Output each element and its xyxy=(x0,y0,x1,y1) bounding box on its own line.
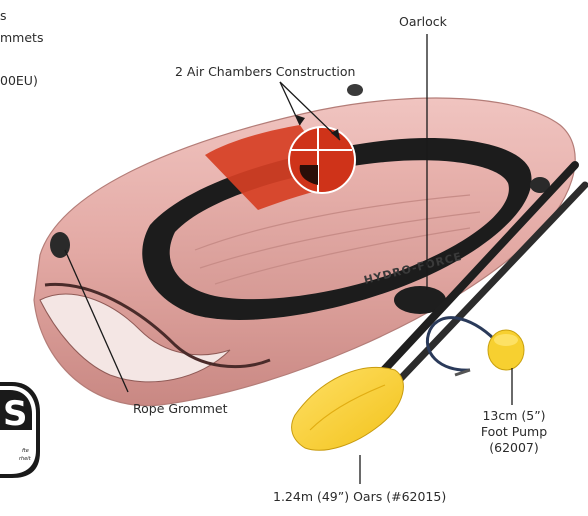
badge-text-1: fte xyxy=(22,448,29,454)
rope-grommet-label: Rope Grommet xyxy=(133,401,228,417)
spec-fragment-1: s xyxy=(0,8,7,24)
foot-pump xyxy=(427,318,524,375)
foot-pump-name: Foot Pump xyxy=(466,424,562,440)
foot-pump-code: (62007) xyxy=(466,440,562,456)
oar-blade xyxy=(292,367,404,450)
badge-letter: S xyxy=(3,394,28,434)
badge-text-2: rheit xyxy=(19,456,32,462)
air-chambers-label: 2 Air Chambers Construction xyxy=(175,64,355,80)
spec-fragment-3: 00EU) xyxy=(0,73,38,89)
foot-pump-size: 13cm (5”) xyxy=(466,408,562,424)
oars-label: 1.24m (49”) Oars (#62015) xyxy=(273,489,446,505)
oarlock-label: Oarlock xyxy=(399,14,447,30)
air-chamber-section xyxy=(289,127,355,193)
rope-grommet-fitting-2 xyxy=(347,84,363,96)
spec-fragment-2: mmets xyxy=(0,30,43,46)
safety-badge: S fte rheit xyxy=(0,382,40,478)
foot-pump-label: 13cm (5”) Foot Pump (62007) xyxy=(466,408,562,456)
